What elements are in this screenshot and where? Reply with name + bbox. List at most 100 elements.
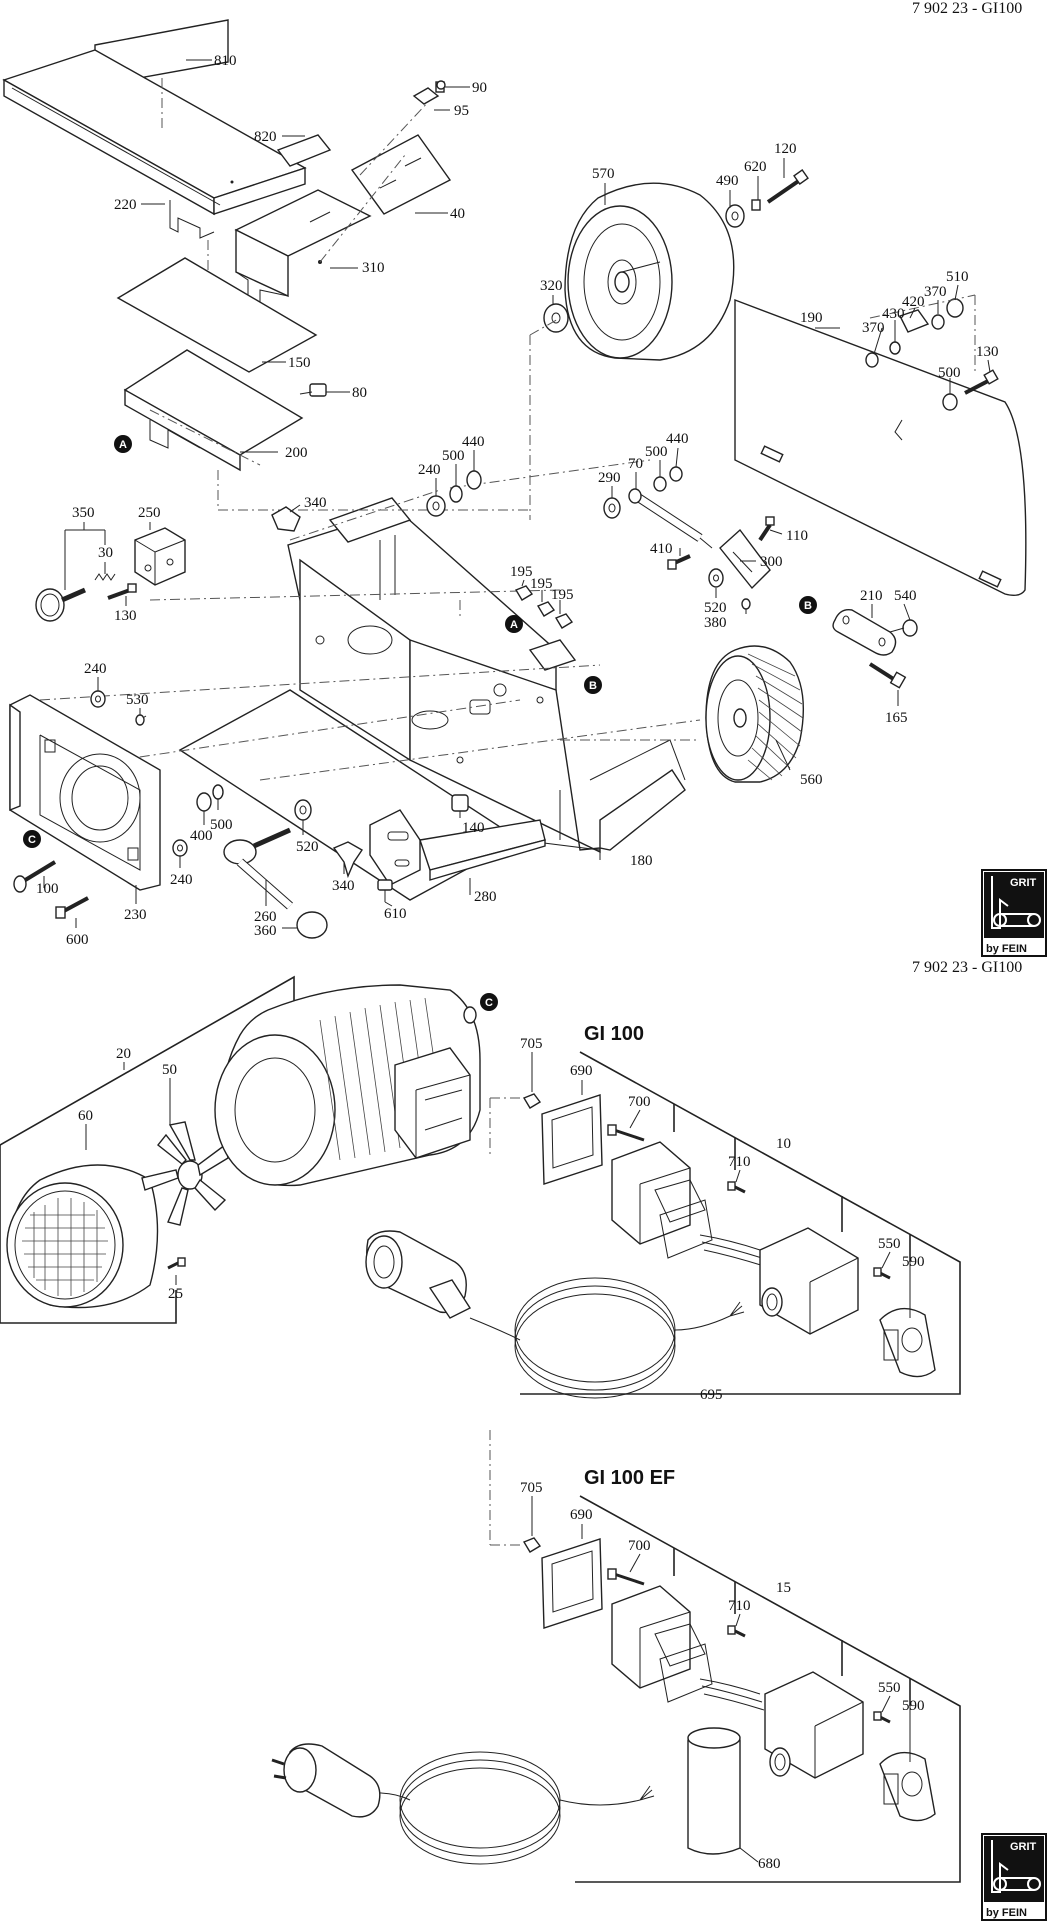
callout-340-b: 340 — [332, 878, 355, 894]
block-250 — [134, 527, 186, 586]
callout-420: 420 — [902, 294, 925, 310]
screw-80 — [299, 383, 327, 397]
callout-700-a: 700 — [628, 1094, 651, 1110]
callout-600: 600 — [66, 932, 89, 948]
callout-540: 540 — [894, 588, 917, 604]
callout-165: 165 — [885, 710, 908, 726]
callout-705-a: 705 — [520, 1036, 543, 1052]
spring-620 — [751, 199, 761, 211]
svg-text:GRIT: GRIT — [1010, 1841, 1037, 1853]
marker-b-center: B — [584, 676, 602, 694]
callout-320: 320 — [540, 278, 563, 294]
washer-520-lower — [294, 799, 312, 821]
washer-240-lower — [172, 839, 188, 857]
svg-text:B: B — [589, 680, 597, 692]
callout-110: 110 — [786, 528, 808, 544]
callout-240-a: 240 — [418, 462, 441, 478]
callout-690-a: 690 — [570, 1063, 593, 1079]
gas-spring-70 — [628, 488, 713, 549]
callout-300: 300 — [760, 554, 783, 570]
callout-130-b: 130 — [114, 608, 137, 624]
knob-350 — [35, 587, 86, 622]
svg-text:B: B — [804, 600, 812, 612]
bolt-120 — [766, 169, 809, 204]
callout-40: 40 — [450, 206, 465, 222]
nut-705-b — [522, 1537, 542, 1553]
callout-200: 200 — [285, 445, 308, 461]
callout-370-a: 370 — [862, 320, 885, 336]
callout-195-b: 195 — [530, 576, 553, 592]
screw-700-a — [607, 1124, 645, 1142]
callout-500-b: 500 — [442, 448, 465, 464]
schuko-plug — [271, 1743, 381, 1818]
bracket-plate-40 — [319, 99, 452, 263]
callout-310: 310 — [362, 260, 385, 276]
callout-360: 360 — [254, 923, 277, 939]
marker-c-motor: C — [480, 993, 498, 1011]
callout-60: 60 — [78, 1108, 93, 1124]
terminal-box-a — [611, 1141, 713, 1259]
screw-610 — [377, 879, 393, 902]
drawing-number-middle: 7 902 23 - GI100 — [912, 959, 1022, 976]
callout-140: 140 — [462, 820, 485, 836]
spring-30 — [94, 573, 116, 581]
screw-110 — [758, 516, 775, 542]
switch-box-b — [764, 1671, 864, 1779]
marker-a-center: A — [505, 615, 523, 633]
leader-lines-gi100ef — [531, 1496, 911, 1863]
callout-120: 120 — [774, 141, 797, 157]
screw-25 — [167, 1257, 186, 1270]
motor-fan-cover-60 — [6, 1164, 159, 1309]
power-cord-schuko — [359, 1751, 655, 1865]
motor-bracket-20 — [0, 975, 295, 1324]
switch-590-a — [879, 1307, 936, 1378]
washer-290 — [603, 497, 621, 519]
callout-440-a: 440 — [462, 434, 485, 450]
hardware-500-440-right — [653, 466, 683, 492]
bolt-100 — [13, 860, 57, 893]
nuts-195 — [514, 585, 574, 629]
callout-705-b: 705 — [520, 1480, 543, 1496]
motor-housing — [214, 984, 481, 1187]
marker-b-right: B — [799, 596, 817, 614]
callout-500-d: 500 — [210, 817, 233, 833]
grit-by-fein-logo-bottom: GRIT by FEIN — [981, 1833, 1047, 1921]
drive-drum-570 — [564, 182, 735, 361]
callout-520-b: 520 — [296, 839, 319, 855]
callout-90: 90 — [472, 80, 487, 96]
callout-260: 260 — [254, 909, 277, 925]
svg-text:GRIT: GRIT — [1010, 877, 1037, 889]
washer-520-upper — [708, 568, 724, 588]
table-top-220 — [2, 49, 307, 239]
callout-380: 380 — [704, 615, 727, 631]
screw-140 — [451, 794, 469, 812]
callout-50: 50 — [162, 1062, 177, 1078]
screw-550-a — [873, 1267, 891, 1280]
callout-510: 510 — [946, 269, 969, 285]
callout-230: 230 — [124, 907, 147, 923]
marker-a-left: A — [114, 435, 132, 453]
callout-150: 150 — [288, 355, 311, 371]
guide-rail-280 — [369, 809, 546, 886]
leader-lines-gi100 — [85, 1052, 911, 1395]
callout-20: 20 — [116, 1046, 131, 1062]
callout-500-c: 500 — [645, 444, 668, 460]
callout-190: 190 — [800, 310, 823, 326]
svg-text:C: C — [485, 997, 493, 1009]
callout-95: 95 — [454, 103, 469, 119]
link-plate-210 — [832, 609, 897, 656]
callout-680: 680 — [758, 1856, 781, 1872]
callout-250: 250 — [138, 505, 161, 521]
callout-550-b: 550 — [878, 1680, 901, 1696]
lever-260 — [223, 827, 293, 910]
wires-a — [699, 1234, 765, 1267]
terminal-box-b — [611, 1585, 713, 1703]
callout-25: 25 — [168, 1286, 183, 1302]
callout-130-a: 130 — [976, 344, 999, 360]
switch-box-a — [759, 1227, 859, 1335]
svg-text:by FEIN: by FEIN — [986, 1907, 1027, 1919]
gasket-690-b — [541, 1538, 603, 1629]
cover-plate-190 — [734, 298, 1027, 597]
callout-520-a: 520 — [704, 600, 727, 616]
